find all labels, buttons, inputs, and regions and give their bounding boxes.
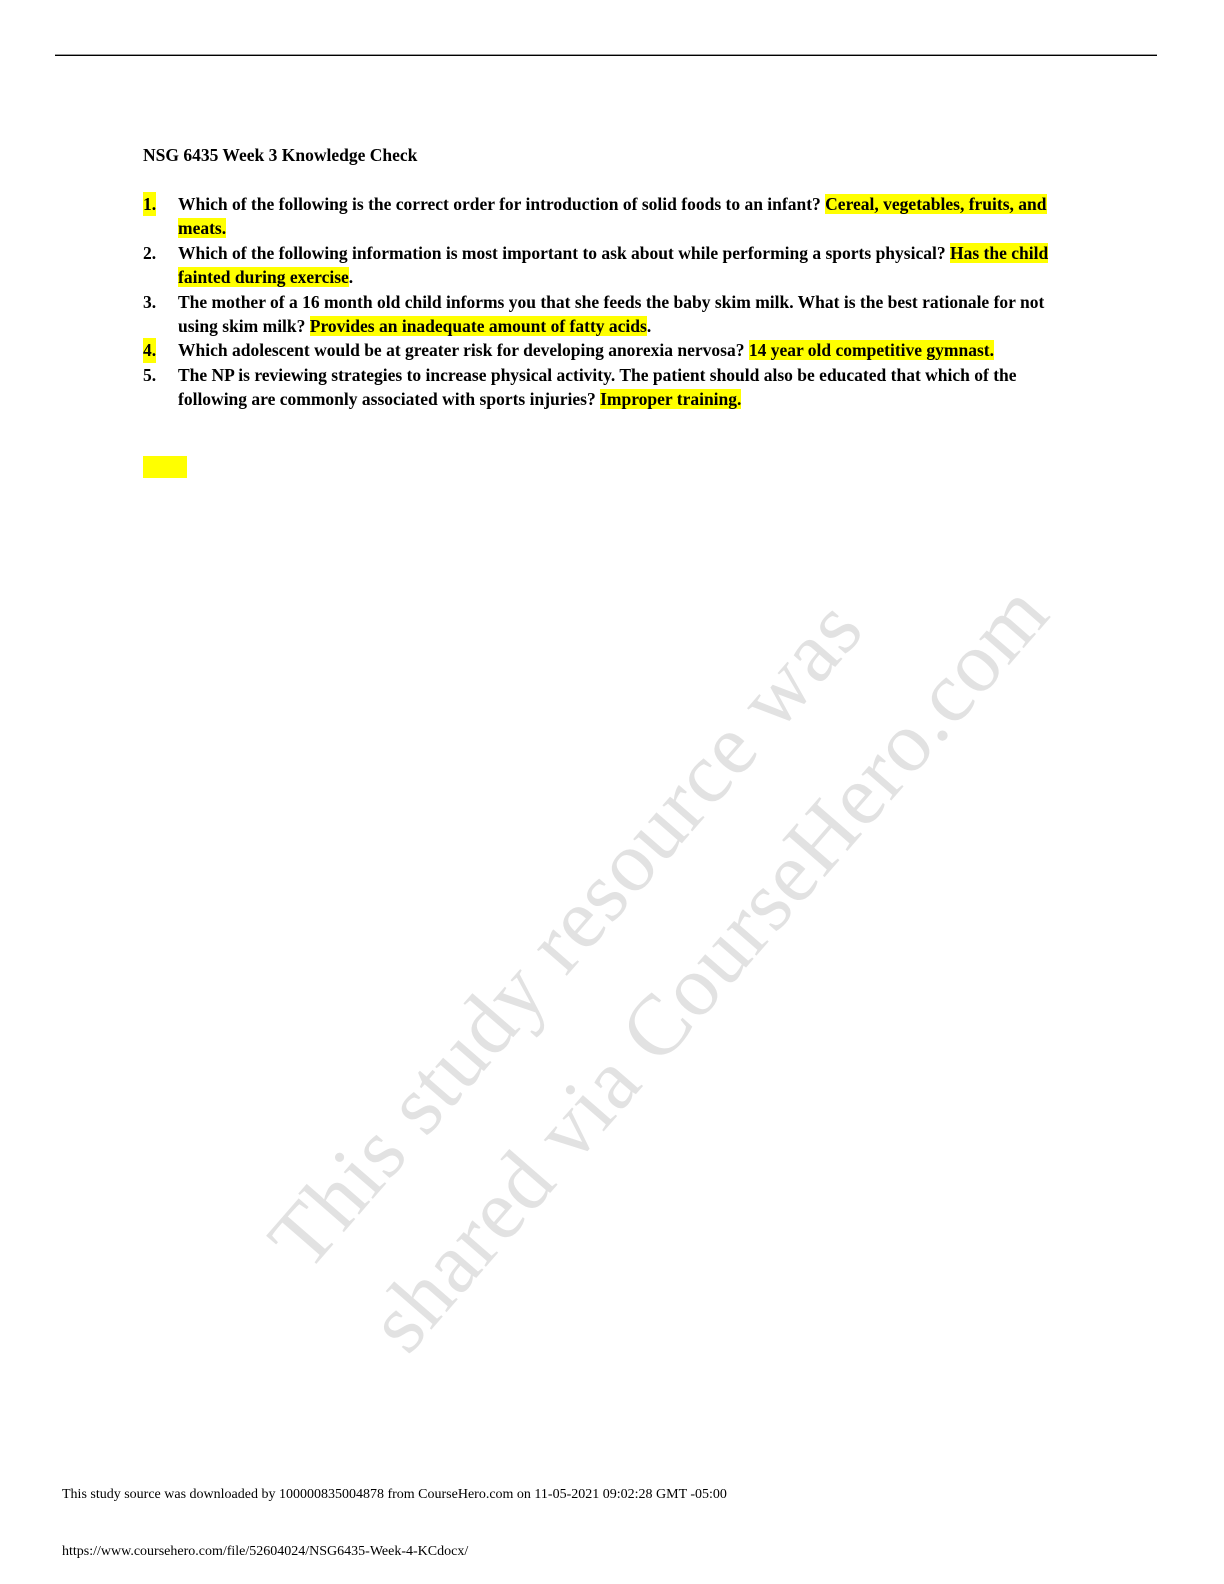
download-note: This study source was downloaded by 1000… [62, 1487, 727, 1502]
question-number: 1. [143, 192, 157, 217]
question-list: 1. Which of the following is the correct… [143, 192, 1083, 412]
answer-highlight: Provides an inadequate amount of fatty a… [309, 316, 647, 337]
watermark-line-2: shared via CourseHero.com [349, 564, 1067, 1370]
question-item-1: 1. Which of the following is the correct… [143, 192, 1083, 241]
question-number: 4. [143, 338, 157, 363]
empty-highlight-block [143, 456, 187, 478]
answer-highlight: 14 year old competitive gymnast. [748, 340, 994, 361]
source-url[interactable]: https://www.coursehero.com/file/52604024… [62, 1544, 469, 1559]
header-rule [55, 54, 1157, 56]
question-text: Which of the following is the correct or… [178, 194, 826, 214]
question-text: Which adolescent would be at greater ris… [178, 340, 749, 361]
question-item-4: 4. Which adolescent would be at greater … [143, 338, 1083, 363]
question-text: Which of the following information is mo… [178, 242, 950, 263]
question-item-5: 5. The NP is reviewing strategies to inc… [143, 363, 1083, 412]
answer-highlight: Improper training. [600, 389, 742, 410]
question-number: 5. [143, 364, 157, 385]
document-title: NSG 6435 Week 3 Knowledge Check [143, 145, 418, 165]
question-number: 3. [143, 291, 157, 312]
question-item-3: 3. The mother of a 16 month old child in… [143, 290, 1083, 339]
answer-trailing: . [646, 316, 652, 337]
question-text: The NP is reviewing strategies to increa… [178, 364, 1017, 410]
answer-trailing: . [348, 267, 354, 288]
question-item-2: 2. Which of the following information is… [143, 241, 1083, 290]
watermark-line-1: This study resource was [249, 580, 881, 1287]
question-number: 2. [143, 242, 157, 263]
question-text: The mother of a 16 month old child infor… [178, 291, 1045, 337]
